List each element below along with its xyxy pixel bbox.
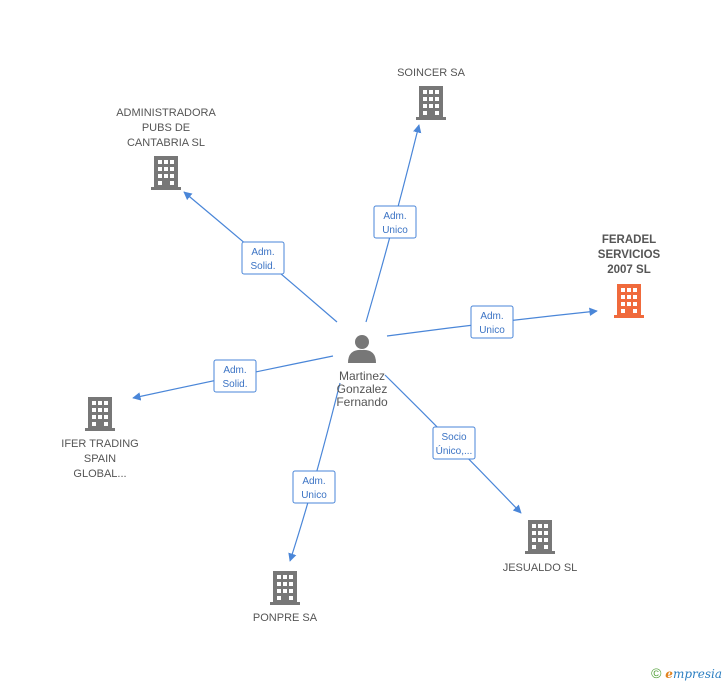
company-label: ADMINISTRADORA [116,107,216,119]
company-label: PUBS DE [142,122,190,134]
company-node-jesualdo[interactable]: JESUALDO SL [503,520,578,574]
company-node-soincer[interactable]: SOINCER SA [397,67,466,120]
edge-label-line: Adm. [480,311,503,322]
copyright-footer: © empresia [651,665,722,681]
company-label: PONPRE SA [253,612,318,624]
company-label: GLOBAL... [73,468,126,480]
edge-label-ponpre[interactable]: Adm. Unico [292,470,336,504]
building-icon [525,520,555,554]
building-icon [270,571,300,605]
company-label: CANTABRIA SL [127,137,205,149]
edge-label-administradora[interactable]: Adm. Solid. [241,241,285,275]
company-label: JESUALDO SL [503,562,578,574]
company-node-feradel[interactable]: FERADEL SERVICIOS 2007 SL [598,234,661,318]
person-icon [348,335,376,363]
brand-logo-initial: e [665,667,673,681]
edge-label-line: Unico [382,225,408,236]
copyright-icon: © [651,665,662,681]
building-icon [614,284,644,318]
edge-label-soincer[interactable]: Adm. Unico [373,205,417,239]
building-icon [85,397,115,431]
company-label: SPAIN [84,453,116,465]
edge-label-jesualdo[interactable]: SocioÚnico,... [432,426,476,460]
edge-label-line: Solid. [222,379,247,390]
company-label: 2007 SL [607,264,650,276]
edge-label-line: Socio [441,432,466,443]
building-icon [416,86,446,120]
edge-label-line: Adm. [302,476,325,487]
brand-logo-text: mpresia [672,667,722,681]
edge-label-line: Adm. [223,365,246,376]
edge-label-line: Solid. [250,261,275,272]
building-icon [151,156,181,190]
company-node-ifer[interactable]: IFER TRADING SPAIN GLOBAL... [61,397,139,480]
company-label: SERVICIOS [598,249,661,261]
edge-label-line: Unico [301,490,327,501]
company-node-ponpre[interactable]: PONPRE SA [253,571,318,624]
person-label: Fernando [336,395,388,409]
edge-label-feradel[interactable]: Adm. Unico [470,305,514,339]
company-label: FERADEL [602,234,656,246]
person-label: Gonzalez [337,382,388,396]
edge-label-line: Único,... [436,444,473,457]
edge-label-line: Unico [479,325,505,336]
edge-label-line: Adm. [251,247,274,258]
edge-label-ifer[interactable]: Adm. Solid. [213,359,257,393]
company-label: IFER TRADING [61,438,138,450]
person-label: Martinez [339,369,385,383]
company-node-administradora[interactable]: ADMINISTRADORA PUBS DE CANTABRIA SL [116,107,216,190]
company-label: SOINCER SA [397,67,466,79]
edge-label-line: Adm. [383,211,406,222]
